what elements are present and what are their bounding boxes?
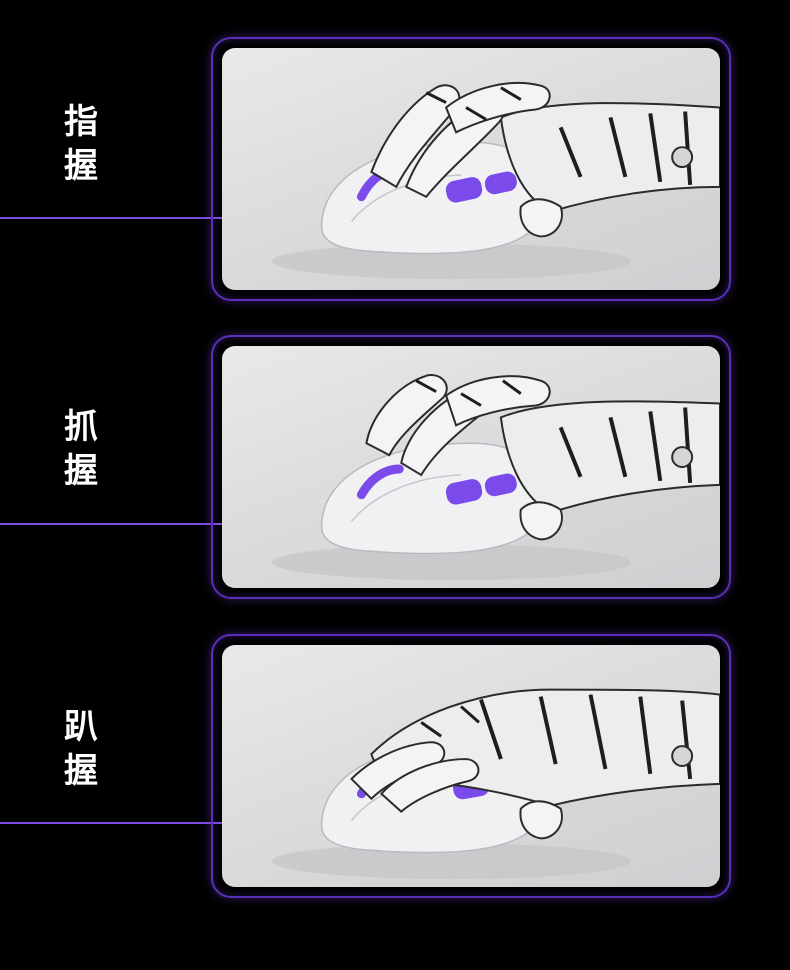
connector-line (0, 822, 275, 824)
grip-label-char: 指 (64, 102, 98, 142)
grip-image-frame (211, 634, 731, 898)
robot-hand-fingertip-grip-mouse-image (222, 48, 720, 290)
grip-label-claw: 抓 握 (58, 405, 104, 493)
grip-label-char: 握 (64, 146, 98, 186)
grip-label-fingertip: 指 握 (58, 100, 104, 188)
grip-label-char: 握 (64, 451, 98, 491)
robot-hand-claw-grip-mouse-image (222, 346, 720, 588)
grip-image-frame (211, 37, 731, 301)
connector-line (0, 217, 275, 219)
grip-label-palm: 趴 握 (58, 705, 104, 793)
grip-label-char: 握 (64, 751, 98, 791)
grip-label-char: 抓 (64, 407, 98, 447)
connector-line (0, 523, 275, 525)
robot-hand-palm-grip-mouse-image (222, 645, 720, 887)
grip-image-frame (211, 335, 731, 599)
grip-label-char: 趴 (64, 707, 98, 747)
